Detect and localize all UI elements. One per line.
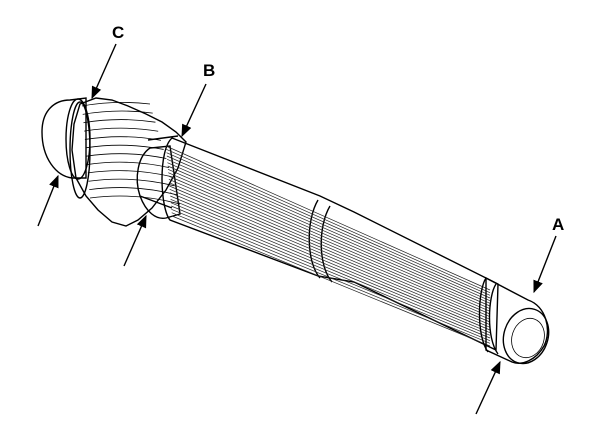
spline-line xyxy=(169,185,491,323)
spline-line xyxy=(166,152,491,296)
callout-b-label: B xyxy=(203,61,215,80)
gear-tooth xyxy=(86,153,167,159)
arrows xyxy=(37,43,557,415)
arrow-c xyxy=(91,43,117,100)
arrow-a xyxy=(533,235,557,294)
arrow-gear-lower xyxy=(123,214,147,267)
callout-a-label: A xyxy=(552,215,564,234)
spline-line xyxy=(167,162,491,304)
spline-line xyxy=(171,205,491,339)
callout-c-label: C xyxy=(112,23,124,42)
helical-gear xyxy=(69,97,187,227)
spline-line xyxy=(170,202,491,336)
arrow-left-lower xyxy=(37,174,59,227)
gear-tooth xyxy=(89,195,181,205)
gear-tooth xyxy=(89,187,178,196)
spline-lines xyxy=(165,145,491,347)
gear-tooth xyxy=(87,161,170,169)
gear-tooth xyxy=(82,110,153,115)
spline-line xyxy=(167,165,491,307)
arrow-b xyxy=(181,83,207,138)
spline-line xyxy=(165,145,491,291)
spline-line xyxy=(171,212,491,344)
spline-line xyxy=(167,169,491,309)
gear-tooth xyxy=(84,127,159,132)
gear-tooth xyxy=(83,119,156,124)
arrow-right-lower xyxy=(475,360,501,415)
spline-line xyxy=(167,159,491,301)
spline-line xyxy=(169,189,491,325)
spline-line xyxy=(168,172,491,312)
collar-ring xyxy=(136,135,181,219)
spline-line xyxy=(169,192,491,328)
spline-line xyxy=(170,195,491,331)
spline-line xyxy=(171,209,491,341)
shaft-right-end xyxy=(478,276,550,365)
spline-line xyxy=(168,175,491,315)
spline-line xyxy=(168,179,491,317)
spline-line xyxy=(166,155,491,299)
gear-tooth xyxy=(87,170,172,178)
gear-tooth xyxy=(85,144,164,150)
gear-teeth xyxy=(81,102,181,205)
gear-tooth xyxy=(88,178,175,187)
spline-line xyxy=(170,199,491,333)
shaft-left-end xyxy=(41,97,91,180)
spline-line xyxy=(169,182,491,320)
gear-tooth xyxy=(81,102,151,107)
splined-shaft-body xyxy=(161,137,499,352)
spline-line xyxy=(166,149,491,293)
spline-line xyxy=(171,215,491,347)
